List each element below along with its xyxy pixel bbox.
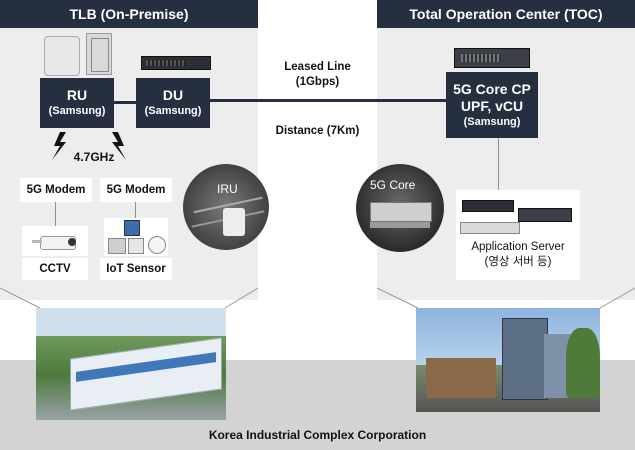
core-box: 5G Core CP UPF, vCU (Samsung): [446, 72, 538, 138]
ru-vendor: (Samsung): [48, 104, 106, 117]
ru-box: RU (Samsung): [40, 78, 114, 128]
tlb-building-photo: [36, 308, 226, 420]
app-server-card: Application Server (영상 서버 등): [456, 190, 580, 280]
tlb-header: TLB (On-Premise): [0, 0, 258, 28]
du-device-image: [141, 56, 211, 70]
cctv-label: CCTV: [22, 258, 88, 280]
modem-2: 5G Modem: [100, 178, 172, 202]
app-server-image-1: [462, 200, 514, 212]
leased-line-label: Leased Line (1Gbps): [284, 61, 351, 88]
app-server-label: Application Server (영상 서버 등): [471, 241, 565, 268]
core-app-connector: [498, 138, 499, 190]
core-server-image: [454, 48, 530, 68]
cctv-image: [22, 226, 88, 256]
ru-label: RU: [66, 87, 88, 104]
du-box: DU (Samsung): [136, 78, 210, 128]
modem1-connector: [55, 202, 56, 228]
distance-label: Distance (7Km): [275, 125, 360, 137]
iot-sensor-image: [104, 218, 168, 256]
core-line1: 5G Core CP: [453, 80, 531, 97]
du-label: DU: [162, 87, 184, 104]
lightning-icon: [52, 132, 126, 160]
core-rack-photo: 5G Core: [356, 164, 444, 252]
frequency-label: 4.7GHz: [73, 150, 115, 164]
iot-sensor-label: IoT Sensor: [100, 258, 172, 280]
app-server-image-2: [518, 208, 572, 222]
toc-header: Total Operation Center (TOC): [377, 0, 635, 28]
modem2-connector: [135, 202, 136, 220]
footer-label: Korea Industrial Complex Corporation: [208, 428, 427, 442]
toc-building-photo: [416, 308, 600, 412]
iru-photo: IRU: [183, 164, 269, 250]
ru-antenna-image: [44, 36, 80, 76]
iru-label: IRU: [217, 182, 238, 196]
core-photo-label: 5G Core: [370, 178, 416, 192]
du-vendor: (Samsung): [144, 104, 202, 117]
modem-1: 5G Modem: [20, 178, 92, 202]
ru-du-link: [114, 101, 136, 104]
ru-mount-image: [86, 33, 112, 75]
leased-line: [210, 99, 446, 102]
core-vendor: (Samsung): [463, 115, 521, 128]
app-server-image-3: [460, 222, 520, 234]
core-line2: UPF, vCU: [460, 98, 524, 115]
